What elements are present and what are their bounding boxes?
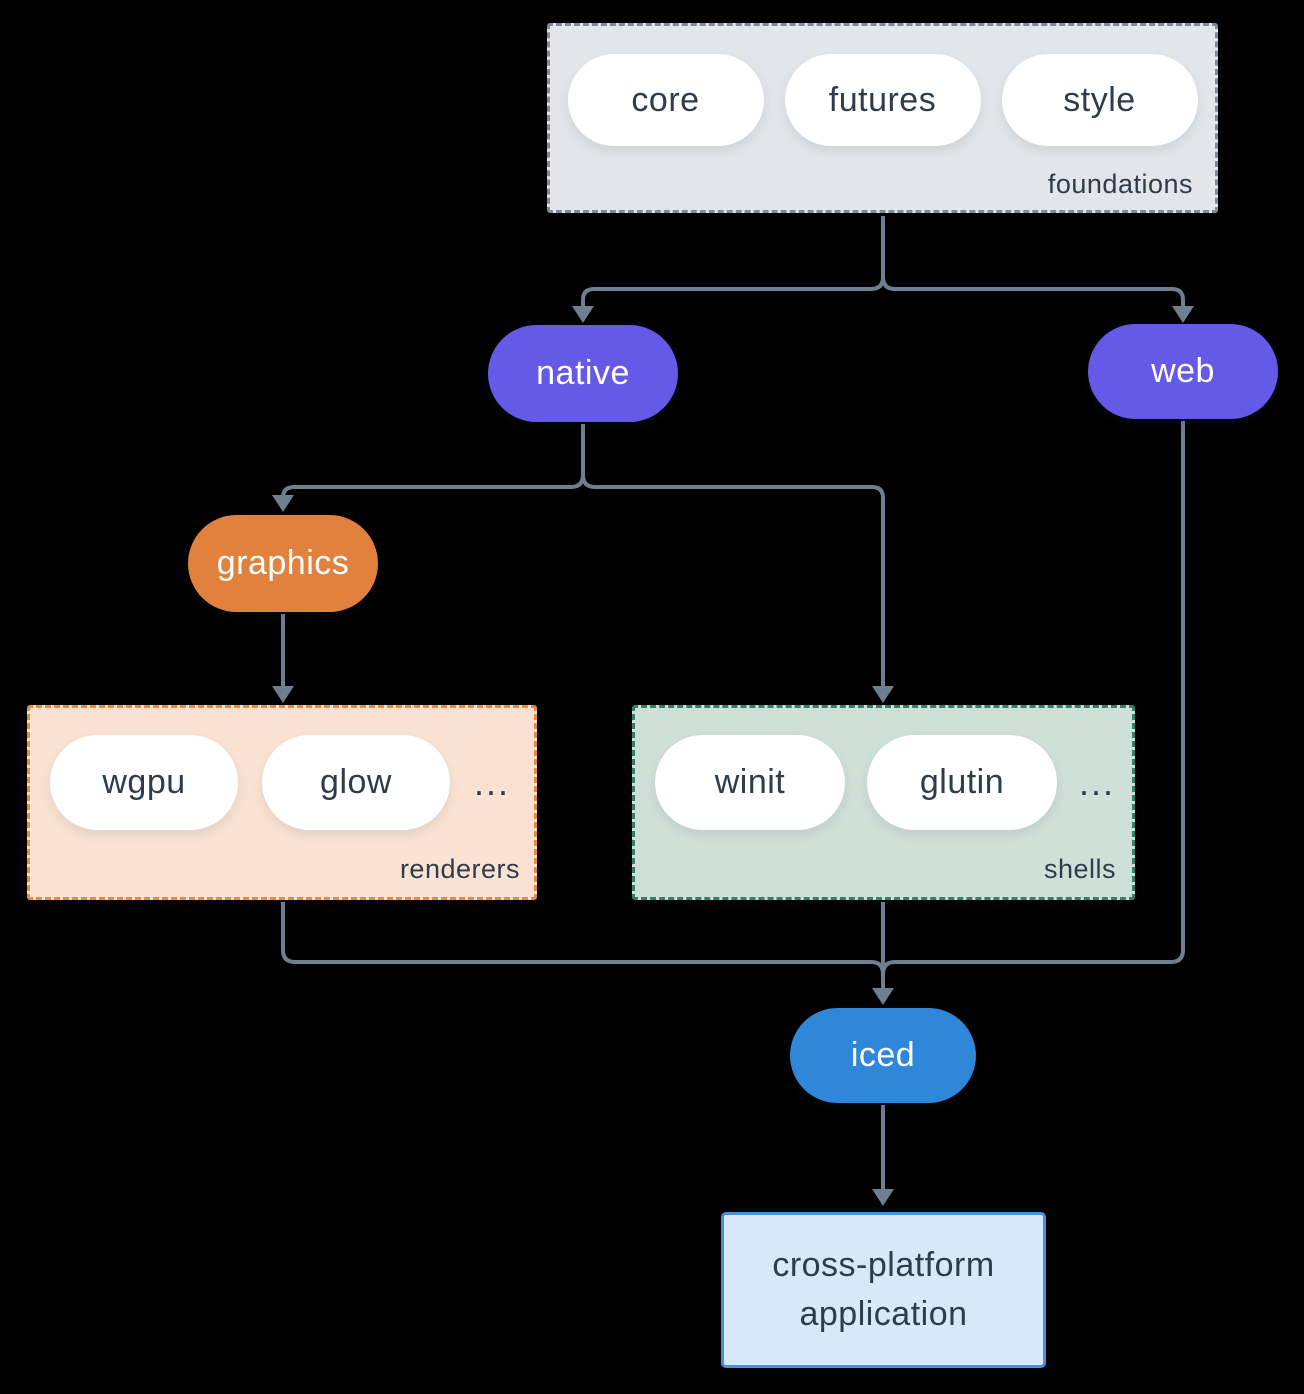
group-foundations: core futures style foundations [547, 23, 1218, 213]
node-futures: futures [784, 54, 981, 146]
group-shells: winit glutin ... shells [632, 705, 1135, 900]
node-web: web [1088, 324, 1278, 419]
foundations-label: foundations [1047, 169, 1193, 199]
renderers-label: renderers [399, 854, 520, 884]
edge-foundations-web [881, 216, 1185, 308]
edge-native-shells [581, 424, 885, 689]
node-native: native [488, 325, 678, 422]
arrowhead-web [1172, 306, 1194, 323]
group-renderers: wgpu glow ... renderers [27, 705, 537, 900]
arrowhead-application [872, 1189, 894, 1206]
arrowhead-shells [872, 686, 894, 703]
arrowhead-renderers [272, 686, 294, 703]
arrowhead-graphics [272, 495, 294, 512]
node-glutin: glutin [867, 735, 1057, 830]
arrowhead-iced [872, 988, 894, 1005]
edge-renderers-iced [281, 902, 885, 975]
node-core: core [567, 54, 764, 146]
edge-native-graphics [281, 424, 585, 499]
node-graphics: graphics [188, 515, 378, 612]
shells-pill-row: winit glutin ... [655, 735, 1132, 830]
foundations-pill-row: core futures style [550, 54, 1215, 146]
node-glow: glow [262, 735, 450, 830]
node-iced: iced [790, 1008, 976, 1103]
node-winit: winit [655, 735, 845, 830]
arrowhead-native [572, 306, 594, 323]
node-style: style [1001, 54, 1198, 146]
application-label-line1: cross-platform [772, 1246, 995, 1284]
node-cross-platform-application: cross-platform application [721, 1212, 1046, 1368]
shells-ellipsis: ... [1079, 761, 1116, 803]
application-label-line2: application [799, 1295, 968, 1333]
node-wgpu: wgpu [50, 735, 238, 830]
shells-label: shells [1043, 854, 1116, 884]
renderers-ellipsis: ... [474, 761, 511, 803]
renderers-pill-row: wgpu glow ... [50, 735, 534, 830]
edge-foundations-native [581, 216, 885, 308]
